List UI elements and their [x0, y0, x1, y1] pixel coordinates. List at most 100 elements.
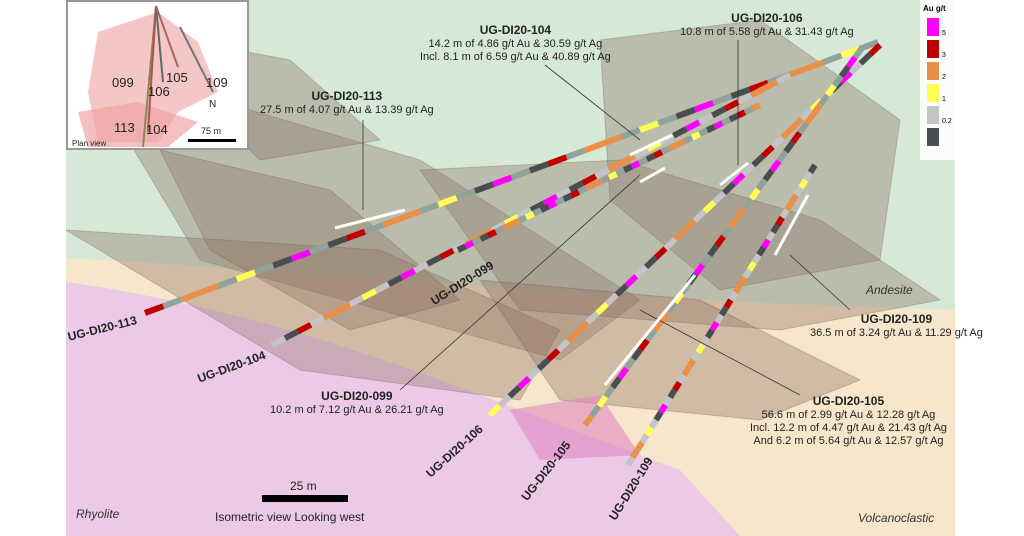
- drillhole-105-segment: [818, 93, 830, 107]
- drillhole-099-segment: [653, 149, 664, 159]
- drillhole-106-segment: [799, 107, 814, 122]
- drillhole-113-segment: [162, 296, 183, 310]
- drillhole-104-segment: [322, 308, 339, 321]
- drillhole-104-segment: [723, 99, 740, 112]
- drillhole-099-segment: [554, 196, 565, 206]
- drillhole-104-segment: [594, 166, 611, 179]
- drillhole-105-segment: [589, 404, 602, 418]
- drillhole-104-segment: [568, 180, 585, 193]
- drillhole-113-segment: [290, 249, 311, 262]
- drillhole-109-segment: [704, 328, 715, 340]
- drillhole-109-segment: [779, 208, 790, 220]
- legend-label: 0.2: [942, 118, 952, 125]
- drillhole-106-segment: [702, 200, 717, 214]
- legend-swatch: [927, 128, 939, 146]
- callout-099: UG-DI20-099 10.2 m of 7.12 g/t Au & 26.2…: [270, 390, 444, 417]
- callout-line: And 6.2 m of 5.64 g/t Au & 12.57 g/t Ag: [753, 435, 944, 447]
- legend-swatch: [927, 18, 939, 36]
- callout-title: UG-DI20-113: [311, 89, 383, 103]
- callout-title: UG-DI20-104: [479, 23, 552, 37]
- legend-title: Au g/t: [923, 4, 946, 13]
- drillhole-105-segment: [610, 376, 623, 390]
- drillhole-104-segment: [387, 274, 403, 287]
- inset-scale-label: 75 m: [201, 126, 222, 136]
- callout-title: UG-DI20-109: [860, 312, 933, 326]
- callout-109: UG-DI20-109 36.5 m of 3.24 g/t Au & 11.2…: [810, 313, 983, 340]
- drillhole-113-segment: [583, 140, 605, 154]
- drillhole-113-segment: [510, 167, 531, 181]
- drillhole-106-segment: [487, 403, 502, 418]
- drillhole-105-segment: [617, 366, 629, 380]
- drillhole-105-segment: [714, 234, 726, 248]
- callout-title: UG-DI20-099: [321, 389, 393, 403]
- rhyolite-label: Rhyolite: [76, 507, 120, 521]
- drillhole-109-segment: [784, 200, 795, 212]
- drillhole-105-segment: [824, 83, 837, 97]
- drillhole-109-segment: [770, 223, 781, 235]
- drillhole-099-segment: [736, 109, 747, 119]
- drillhole-105-segment: [769, 159, 782, 173]
- legend-swatch: [927, 40, 939, 58]
- drillhole-106-segment: [624, 274, 639, 288]
- drillhole-106-segment: [585, 311, 600, 325]
- drillhole-106-segment: [682, 218, 697, 233]
- drillhole-113-segment: [272, 255, 293, 269]
- drillhole-113-segment: [565, 147, 586, 160]
- drillhole-104-segment: [335, 301, 352, 314]
- drillhole-109-segment: [756, 245, 767, 257]
- inset-label-099: 099: [112, 75, 134, 90]
- drillhole-106-segment: [760, 144, 775, 159]
- drillhole-106-segment: [848, 61, 863, 75]
- drillhole-104-segment: [555, 187, 572, 200]
- drillhole-104-segment: [413, 261, 429, 274]
- drillhole-106-segment: [507, 385, 522, 399]
- drillhole-109-segment: [728, 290, 739, 302]
- drillhole-105-segment: [748, 187, 761, 201]
- drillhole-109-segment: [653, 410, 664, 422]
- callout-106: UG-DI20-106 10.8 m of 5.58 g/t Au & 31.4…: [680, 12, 854, 39]
- drillhole-105-segment: [631, 347, 643, 361]
- drillhole-099-segment: [690, 131, 701, 141]
- drillhole-099-segment: [600, 174, 611, 184]
- drillhole-113-segment: [180, 289, 202, 303]
- drillhole-113-segment: [143, 303, 165, 316]
- drillhole-105-segment: [693, 262, 706, 276]
- drillhole-109-segment: [639, 433, 650, 445]
- drillhole-109-segment: [672, 380, 682, 392]
- drillhole-105-segment: [797, 121, 810, 135]
- drillhole-106-segment: [526, 366, 541, 381]
- drillhole-113-segment: [657, 113, 678, 127]
- drillhole-105-segment: [783, 140, 796, 154]
- drillhole-109-segment: [742, 268, 753, 280]
- drillhole-104-segment: [361, 288, 377, 301]
- drillhole-099-segment: [660, 145, 671, 155]
- drillhole-105-segment: [755, 178, 768, 192]
- drillhole-099-segment: [645, 153, 656, 163]
- drillhole-104-segment: [400, 268, 416, 281]
- callout-line: 10.8 m of 5.58 g/t Au & 31.43 g/t Ag: [680, 26, 854, 38]
- drillhole-113-segment: [382, 215, 403, 228]
- scale-bar-label: 25 m: [290, 479, 317, 493]
- drillhole-106-segment: [731, 172, 746, 186]
- drillhole-113-segment: [528, 161, 550, 174]
- drillhole-099-segment: [592, 178, 603, 188]
- drillhole-109-segment: [737, 275, 748, 287]
- callout-title: UG-DI20-105: [812, 394, 885, 408]
- drillhole-099-segment: [615, 167, 626, 177]
- drillhole-105-segment: [665, 300, 678, 314]
- leader-lines: [362, 40, 851, 396]
- drillhole-104-segment: [309, 315, 326, 328]
- drillhole-106-segment: [721, 181, 736, 196]
- drillhole-099-segment: [585, 182, 596, 192]
- drillhole-109-segment: [695, 343, 706, 355]
- drillhole-105-segment: [721, 225, 733, 239]
- drillhole-105-segment: [838, 65, 851, 79]
- drillhole-104-segment: [685, 119, 701, 132]
- drillhole-113-segment: [235, 269, 256, 282]
- volcanoclastic-label: Volcanoclastic: [858, 511, 935, 525]
- drillhole-099-segment: [479, 232, 490, 242]
- drillhole-109-segment: [751, 253, 762, 265]
- drillhole-105-segment: [658, 310, 671, 324]
- drillhole-104-segment: [620, 153, 636, 166]
